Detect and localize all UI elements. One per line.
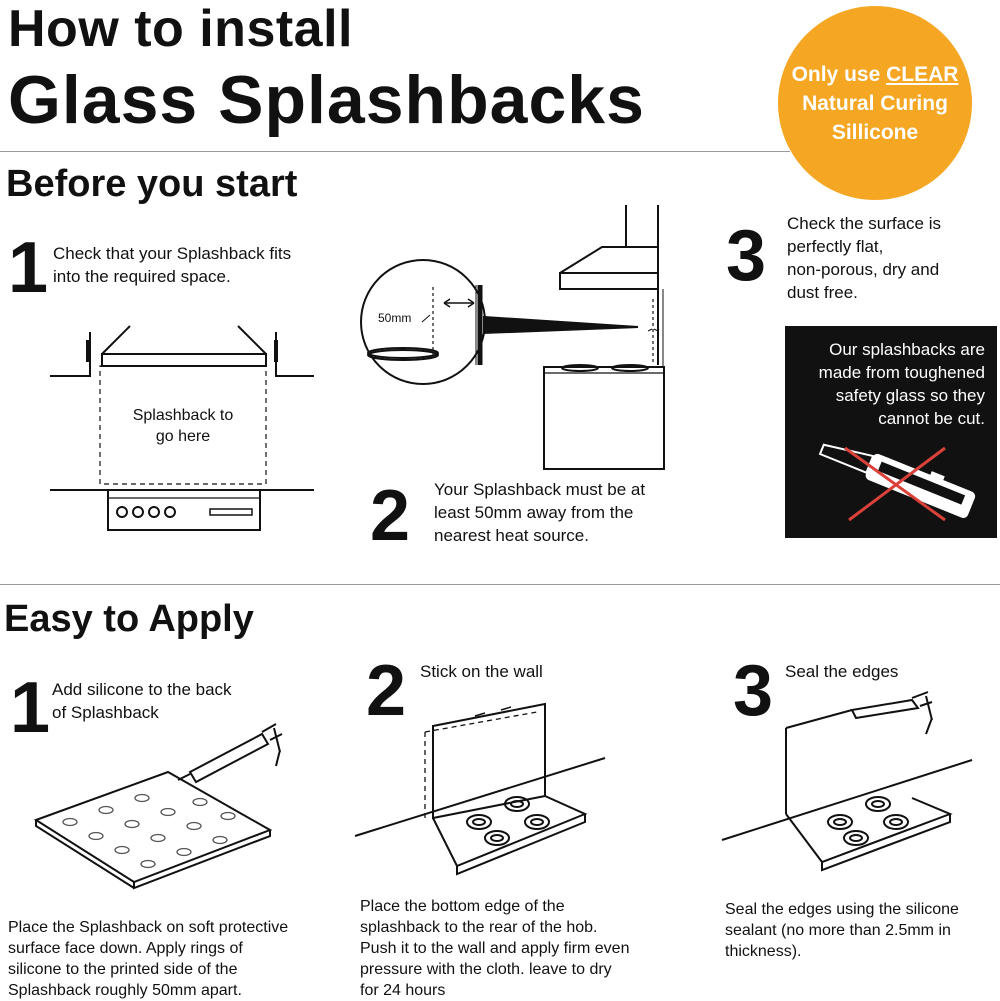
space-fit-label-line-2: go here: [155, 428, 211, 445]
no-cut-knife-icon: [818, 443, 976, 522]
apply-heading: Easy to Apply: [4, 598, 254, 640]
seal-edges-diagram: [721, 691, 973, 872]
before-step3-number: 3: [726, 216, 767, 296]
apply-step3-desc: Seal the edges using the silicone sealan…: [725, 901, 959, 960]
space-fit-label: Splashback to go here: [108, 405, 258, 447]
apply-step1-title: Add silicone to the back of Splashback: [52, 680, 232, 722]
no-cut-warning-text: Our splashbacks are made from toughened …: [818, 340, 985, 428]
before-step3-text: Check the surface is perfectly flat, non…: [787, 212, 997, 304]
before-step3-line-2: perfectly flat,: [787, 237, 884, 256]
before-heading: Before you start: [6, 163, 298, 205]
badge-prefix: Only use: [791, 62, 887, 86]
badge-line-2: Natural Curing: [802, 91, 948, 115]
silicone-application-diagram: [33, 723, 283, 890]
apply-step3-number: 3: [733, 651, 774, 731]
header-divider: [0, 151, 790, 152]
distance-label: 50mm: [378, 311, 412, 325]
before-step2-text: Your Splashback must be at least 50mm aw…: [434, 480, 646, 545]
stick-on-wall-diagram: [354, 702, 606, 876]
badge-emphasis: CLEAR: [886, 62, 959, 86]
before-step1-text: Check that your Splashback fits into the…: [53, 244, 292, 286]
section-divider: [0, 584, 1000, 585]
space-fit-label-line-1: Splashback to: [132, 407, 234, 424]
no-cut-warning-box: Our splashbacks are made from toughened …: [785, 326, 997, 538]
apply-step2-desc: Place the bottom edge of the splashback …: [360, 898, 630, 999]
before-step1-number: 1: [8, 228, 49, 308]
before-step3-line-1: Check the surface is: [787, 214, 942, 233]
badge-line-3: Sillicone: [831, 120, 919, 144]
apply-step2-title: Stick on the wall: [420, 662, 543, 681]
heat-distance-diagram: [360, 205, 665, 470]
silicone-badge: Only use CLEAR Natural Curing Sillicone: [778, 6, 972, 200]
space-fit-diagram: [50, 325, 314, 531]
apply-step2-number: 2: [366, 651, 407, 731]
title-line-1: How to install: [8, 0, 353, 58]
before-step2-number: 2: [370, 476, 411, 556]
title-line-2: Glass Splashbacks: [8, 62, 645, 138]
before-step3-line-3: non-porous, dry and: [787, 260, 940, 279]
apply-step1-number: 1: [10, 668, 51, 748]
apply-step1-desc: Place the Splashback on soft protective …: [8, 919, 289, 999]
apply-step3-title: Seal the edges: [785, 662, 899, 681]
before-step3-line-4: dust free.: [787, 283, 858, 302]
